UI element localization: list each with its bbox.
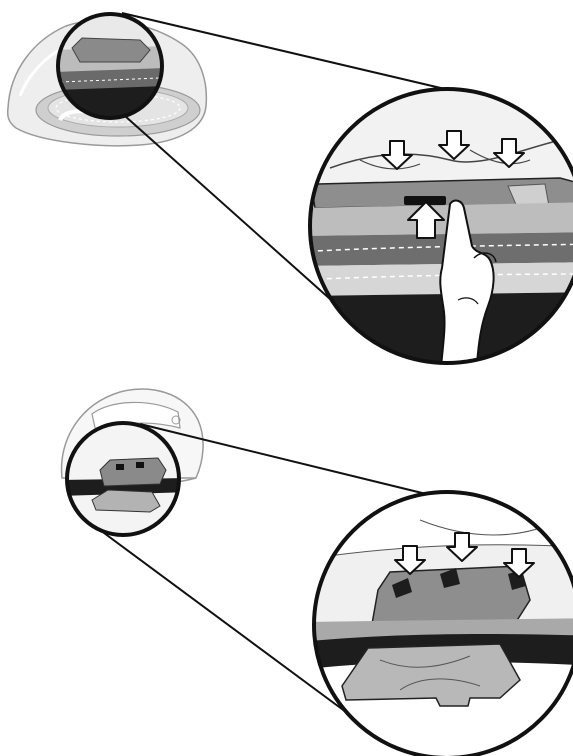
- step-1-figure: [8, 10, 573, 380]
- step-2-figure: [60, 389, 573, 756]
- zoom-connector-line: [125, 116, 330, 299]
- detached-pad: [342, 644, 520, 706]
